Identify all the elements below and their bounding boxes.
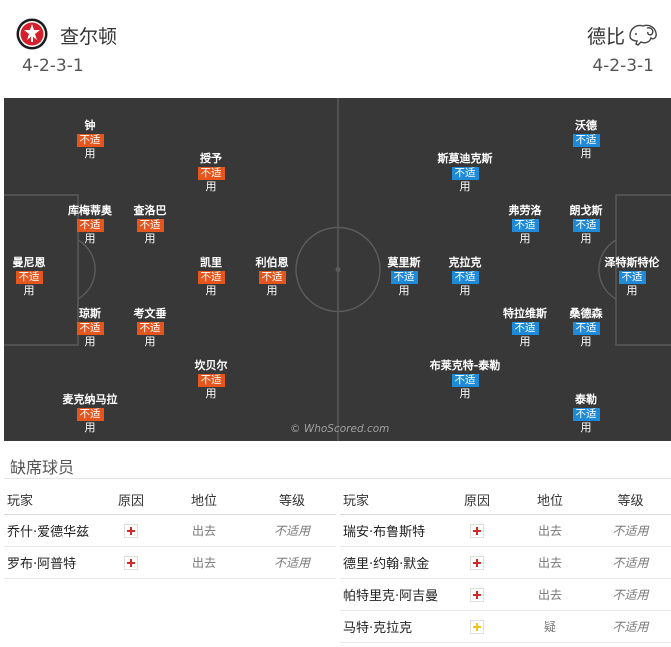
missing-players-title: 缺席球员 [10,458,75,477]
home-player[interactable]: 库梅蒂奥不适用 [68,204,112,245]
table-header-row: 玩家 原因 地位 等级 [4,484,336,515]
injury-icon [470,523,484,538]
col-player: 玩家 [4,484,102,515]
away-player[interactable]: 桑德森不适用 [569,307,603,348]
home-player[interactable]: 坎贝尔不适用 [194,359,228,400]
player-status: 出去 [160,546,248,579]
player-name[interactable]: 乔什·爱德华兹 [4,514,102,547]
player-status: 出去 [510,578,590,611]
away-player[interactable]: 斯莫迪克斯不适用 [437,152,493,193]
player-rating: 不适用 [590,610,671,643]
injury-icon [470,555,484,570]
player-status: 出去 [510,514,590,547]
player-rating: 不适用 [248,514,336,547]
pitch-markings [4,98,671,441]
table-row: 瑞安·布鲁斯特 出去 不适用 [340,514,671,547]
player-name[interactable]: 马特·克拉克 [340,610,444,643]
away-player[interactable]: 弗劳洛不适用 [508,204,542,245]
injury-icon [124,523,138,538]
home-player[interactable]: 查洛巴不适用 [133,204,167,245]
player-rating: 不适用 [590,546,671,579]
player-name[interactable]: 德里·约翰·默金 [340,546,444,579]
away-team-name[interactable]: 德比 [586,26,625,48]
whoscored-watermark: © WhoScored.com [290,423,390,435]
away-formation: 4-2-3-1 [592,56,654,76]
home-player[interactable]: 利伯恩不适用 [255,256,289,297]
away-player[interactable]: 特拉维斯不适用 [503,307,547,348]
player-rating: 不适用 [590,514,671,547]
table-row: 德里·约翰·默金 出去 不适用 [340,546,671,579]
charlton-crest-icon[interactable] [16,18,48,50]
derby-ram-icon[interactable] [627,20,659,48]
away-player[interactable]: 泰勒不适用 [541,393,631,435]
away-player[interactable]: 沃德不适用 [541,119,631,161]
home-team-name[interactable]: 查尔顿 [60,26,118,48]
col-status: 地位 [160,484,248,515]
player-rating: 不适用 [590,578,671,611]
col-rating: 等级 [590,484,671,515]
home-player[interactable]: 麦克纳马拉不适用 [62,393,118,434]
home-player[interactable]: 曼尼恩不适用 [12,256,46,297]
home-player[interactable]: 授予不适用 [166,152,256,194]
home-player[interactable]: 琼斯不适用 [45,307,135,349]
away-missing-table: 玩家 原因 地位 等级 瑞安·布鲁斯特 出去 不适用 德里·约翰·默金 出去 不… [340,484,671,643]
injury-icon [470,587,484,602]
player-rating: 不适用 [248,546,336,579]
home-player[interactable]: 考文垂不适用 [133,307,167,348]
table-header-row: 玩家 原因 地位 等级 [340,484,671,515]
pitch: 钟不适用 授予不适用 库梅蒂奥不适用 查洛巴不适用 曼尼恩不适用 凯里不适用 利… [4,98,671,441]
home-player[interactable]: 凯里不适用 [166,256,256,298]
home-player[interactable]: 钟不适用 [45,119,135,161]
doubtful-icon [470,619,484,634]
col-player: 玩家 [340,484,444,515]
col-status: 地位 [510,484,590,515]
player-name[interactable]: 罗布·阿普特 [4,546,102,579]
col-rating: 等级 [248,484,336,515]
away-player[interactable]: 布莱克特-泰勒不适用 [429,359,501,400]
table-row: 乔什·爱德华兹 出去 不适用 [4,514,336,547]
col-reason: 原因 [102,484,160,515]
table-row: 罗布·阿普特 出去 不适用 [4,546,336,579]
col-reason: 原因 [444,484,510,515]
player-name[interactable]: 瑞安·布鲁斯特 [340,514,444,547]
player-status: 出去 [510,546,590,579]
player-status: 疑 [510,610,590,643]
table-row: 帕特里克·阿吉曼 出去 不适用 [340,578,671,611]
match-header: 查尔顿 4-2-3-1 德比 4-2-3-1 [0,0,671,96]
away-player[interactable]: 克拉克不适用 [448,256,482,297]
table-row: 马特·克拉克 疑 不适用 [340,610,671,643]
player-status: 出去 [160,514,248,547]
section-divider [4,478,671,479]
home-formation: 4-2-3-1 [22,56,84,76]
away-player[interactable]: 泽特斯特伦不适用 [604,256,660,297]
home-missing-table: 玩家 原因 地位 等级 乔什·爱德华兹 出去 不适用 罗布·阿普特 出去 不适用 [4,484,336,579]
away-player[interactable]: 朗戈斯不适用 [569,204,603,245]
away-player[interactable]: 莫里斯不适用 [387,256,421,297]
injury-icon [124,555,138,570]
player-name[interactable]: 帕特里克·阿吉曼 [340,578,444,611]
